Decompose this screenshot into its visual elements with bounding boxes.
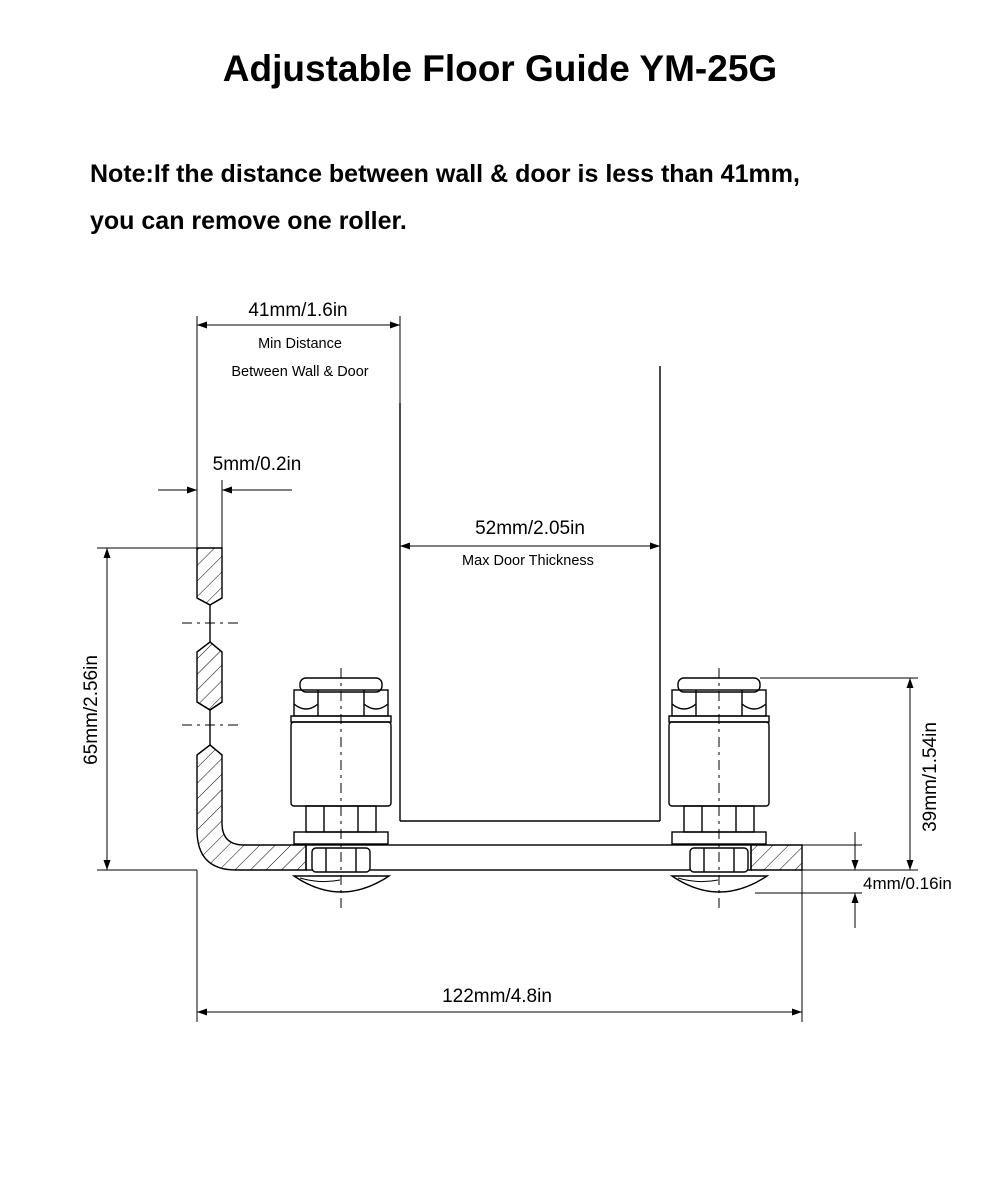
- dimension-wall-plate: [158, 480, 292, 548]
- wall-plate-thickness-label: 5mm/0.2in: [213, 454, 302, 475]
- bracket-wall-segment-top: [196, 547, 223, 606]
- wall-door-distance-label: 41mm/1.6in: [248, 300, 347, 321]
- base-plate-end-hatched: [750, 844, 803, 871]
- door-outline: [399, 366, 661, 822]
- total-height-label: 65mm/2.56in: [81, 655, 102, 765]
- base-thickness-label: 4mm/0.16in: [863, 874, 952, 893]
- door-thickness-caption: Max Door Thickness: [462, 553, 594, 569]
- dimension-roller-height: [760, 677, 918, 871]
- total-length-label: 122mm/4.8in: [442, 986, 552, 1007]
- dimension-base-thickness: [755, 832, 862, 928]
- bracket-wall-segment-bottom: [196, 744, 307, 871]
- note-line-1: Note:If the distance between wall & door…: [90, 160, 800, 188]
- dimension-total-length: [196, 870, 803, 1022]
- base-plate: [305, 844, 752, 871]
- slot-centerlines: [182, 622, 238, 726]
- note-line-2: you can remove one roller.: [90, 207, 407, 235]
- l-bracket: [196, 547, 803, 871]
- wall-door-caption-1: Min Distance: [258, 336, 342, 352]
- roller-height-label: 39mm/1.54in: [920, 722, 941, 832]
- dimension-wall-door: [196, 316, 401, 548]
- door-thickness-label: 52mm/2.05in: [475, 518, 585, 539]
- bracket-wall-segment-middle: [196, 641, 223, 711]
- wall-door-caption-2: Between Wall & Door: [231, 364, 368, 380]
- page-title: Adjustable Floor Guide YM-25G: [222, 48, 778, 89]
- dimension-total-height: [97, 547, 197, 871]
